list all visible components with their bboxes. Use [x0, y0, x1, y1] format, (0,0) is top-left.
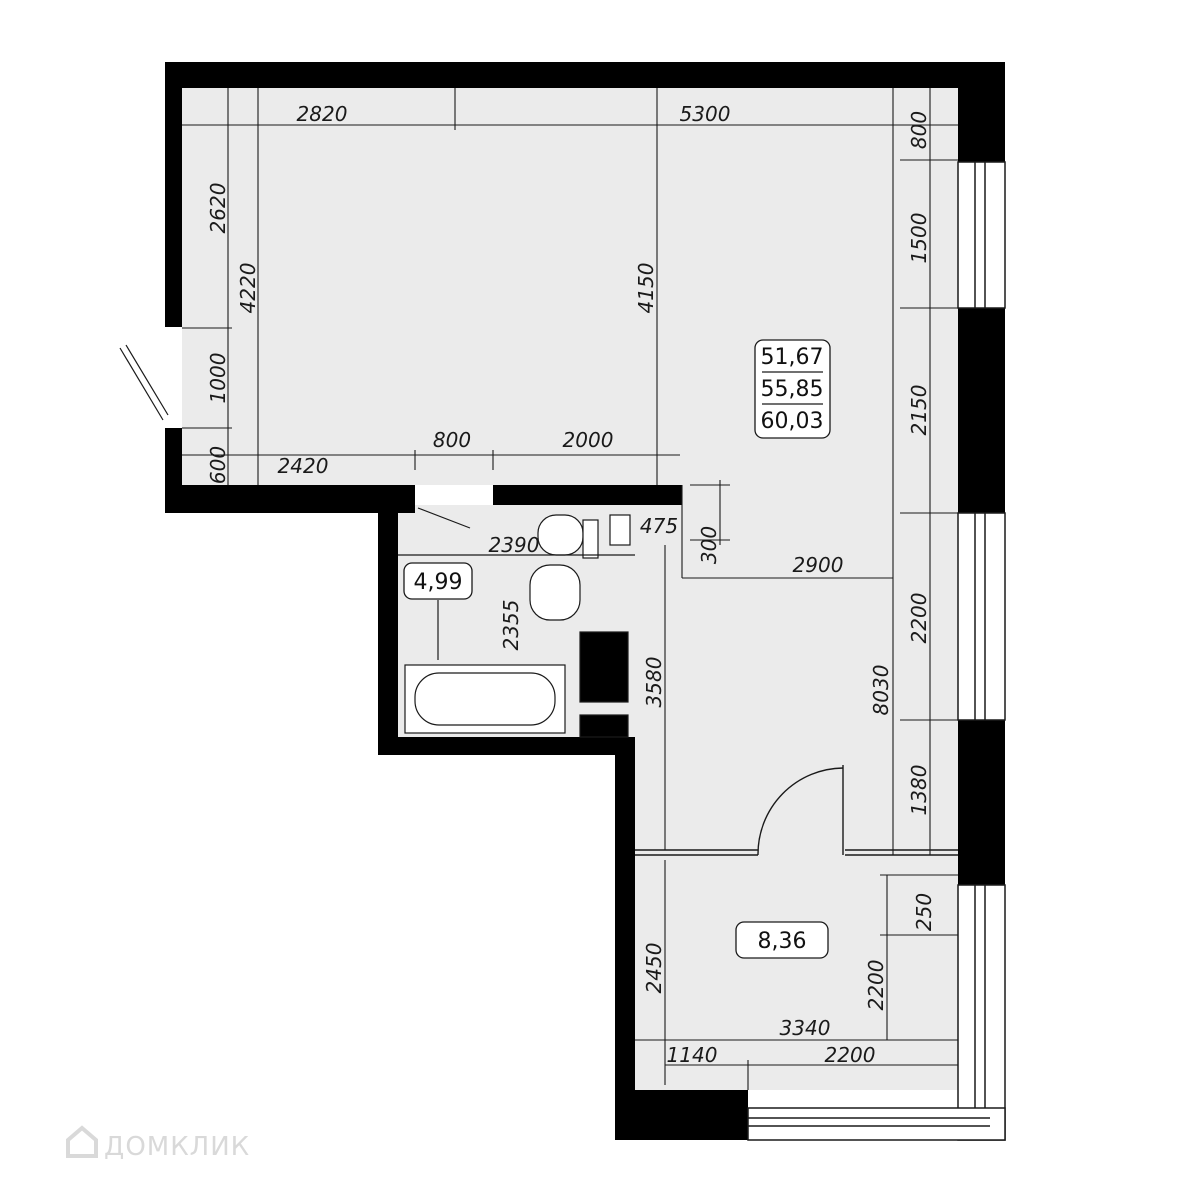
dim-kitchen-width: 2900: [793, 553, 844, 577]
loggia-glazing-bottom: [747, 1107, 1006, 1141]
dim-room-height: 4150: [634, 263, 658, 314]
toilet: [537, 514, 584, 556]
dim-bath-width: 2390: [489, 533, 540, 557]
area-bathroom-box: 4,99: [403, 562, 473, 600]
loggia-glazing-right: [957, 884, 1006, 1141]
dim-corridor: 2000: [563, 428, 614, 452]
wall-lower-left: [615, 740, 635, 1140]
area-loggia: 8,36: [758, 929, 807, 954]
wall-right-pier-1: [958, 308, 1005, 513]
wall-top-left: [165, 62, 455, 88]
dim-loggia-window: 2200: [825, 1043, 876, 1067]
shaft-small: [609, 514, 631, 546]
toilet-tank: [582, 519, 599, 559]
loggia-floor: [635, 855, 955, 1090]
dim-left-full: 4220: [236, 263, 260, 314]
left-door: [119, 344, 169, 421]
loggia-partition: [635, 765, 958, 856]
dim-right-low: 1380: [907, 765, 931, 816]
wall-top-right: [455, 62, 1005, 88]
dim-loggia-depth: 2450: [642, 943, 666, 994]
dim-niche: 475: [640, 514, 678, 538]
wall-bottom-corner: [615, 1090, 748, 1140]
watermark-text: ДОМКЛИК: [104, 1132, 250, 1162]
dim-door-height: 1000: [206, 353, 230, 404]
bathroom-fixtures: [398, 507, 635, 738]
wall-left-upper: [165, 62, 182, 327]
wall-bottom-left: [165, 485, 415, 513]
shaft-bottom: [579, 714, 629, 738]
windows: [747, 161, 1006, 1141]
dim-loggia-top: 250: [912, 893, 936, 931]
dim-bath-depth: 2355: [499, 600, 523, 651]
dim-left-upper: 2620: [206, 183, 230, 234]
bathtub-inner: [414, 672, 556, 726]
dim-bottom-left: 2420: [278, 454, 329, 478]
dim-step: 300: [697, 526, 721, 564]
dim-full-height: 8030: [869, 665, 893, 716]
wall-bath-bottom: [378, 737, 635, 755]
dim-window-2: 2200: [907, 593, 931, 644]
area-living-box: 51,67 55,85 60,03: [754, 339, 831, 439]
area-loggia-box: 8,36: [735, 921, 829, 959]
dim-right-mid: 2150: [907, 385, 931, 436]
dim-loggia-right: 2200: [864, 960, 888, 1011]
dim-right-top: 800: [907, 111, 931, 149]
sink: [529, 564, 581, 621]
dim-loggia-width: 3340: [780, 1016, 831, 1040]
dim-window-1: 1500: [907, 213, 931, 264]
wall-bottom-mid: [493, 485, 682, 505]
dimension-labels: 2820 5300 2620 4220 1000 600 2420 800 20…: [206, 102, 936, 1067]
ventilation-shaft: [579, 631, 629, 703]
dim-top-left: 2820: [297, 102, 348, 126]
watermark: ДОМКЛИК: [66, 1125, 250, 1162]
dim-kitchen-depth: 3580: [642, 657, 666, 708]
walls: [165, 62, 1005, 1140]
window-2: [957, 512, 1006, 721]
dim-left-bottom: 600: [206, 446, 230, 484]
house-icon: [66, 1125, 98, 1158]
dim-loggia-left: 1140: [667, 1043, 718, 1067]
wall-bath-left: [378, 505, 398, 755]
dim-top-right: 5300: [680, 102, 731, 126]
area-living: 51,67: [761, 345, 824, 370]
area-total: 55,85: [761, 377, 824, 402]
area-total-loggia: 60,03: [761, 409, 824, 434]
dim-entry-door: 800: [433, 428, 471, 452]
area-bathroom: 4,99: [414, 570, 463, 595]
dimension-lines: [182, 88, 958, 1090]
wall-right-corner: [958, 62, 1005, 162]
window-1: [957, 161, 1006, 309]
wall-right-pier-2: [958, 720, 1005, 885]
